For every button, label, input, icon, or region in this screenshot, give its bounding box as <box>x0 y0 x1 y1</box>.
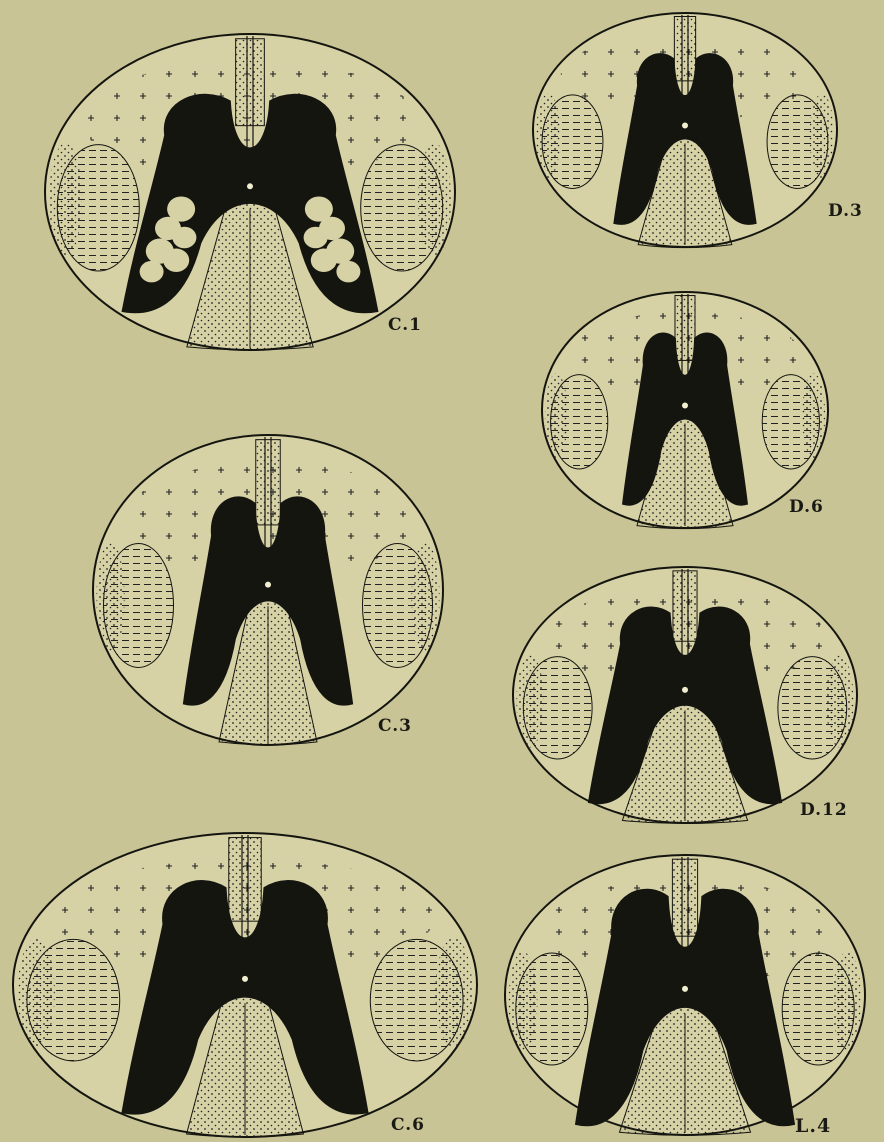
section-d12 <box>513 567 857 823</box>
section-c6 <box>13 833 477 1137</box>
section-label-l4: L.4 <box>795 1115 831 1137</box>
section-c1 <box>45 34 455 350</box>
section-label-c6: C.6 <box>391 1115 425 1135</box>
section-label-c3: C.3 <box>378 716 412 736</box>
section-d6 <box>542 292 828 529</box>
section-label-d6: D.6 <box>789 497 824 517</box>
section-c3 <box>93 435 443 745</box>
section-d3 <box>533 13 837 248</box>
section-label-d12: D.12 <box>800 800 848 820</box>
section-l4 <box>505 855 865 1135</box>
section-label-d3: D.3 <box>828 201 863 221</box>
section-label-c1: C.1 <box>388 315 422 335</box>
